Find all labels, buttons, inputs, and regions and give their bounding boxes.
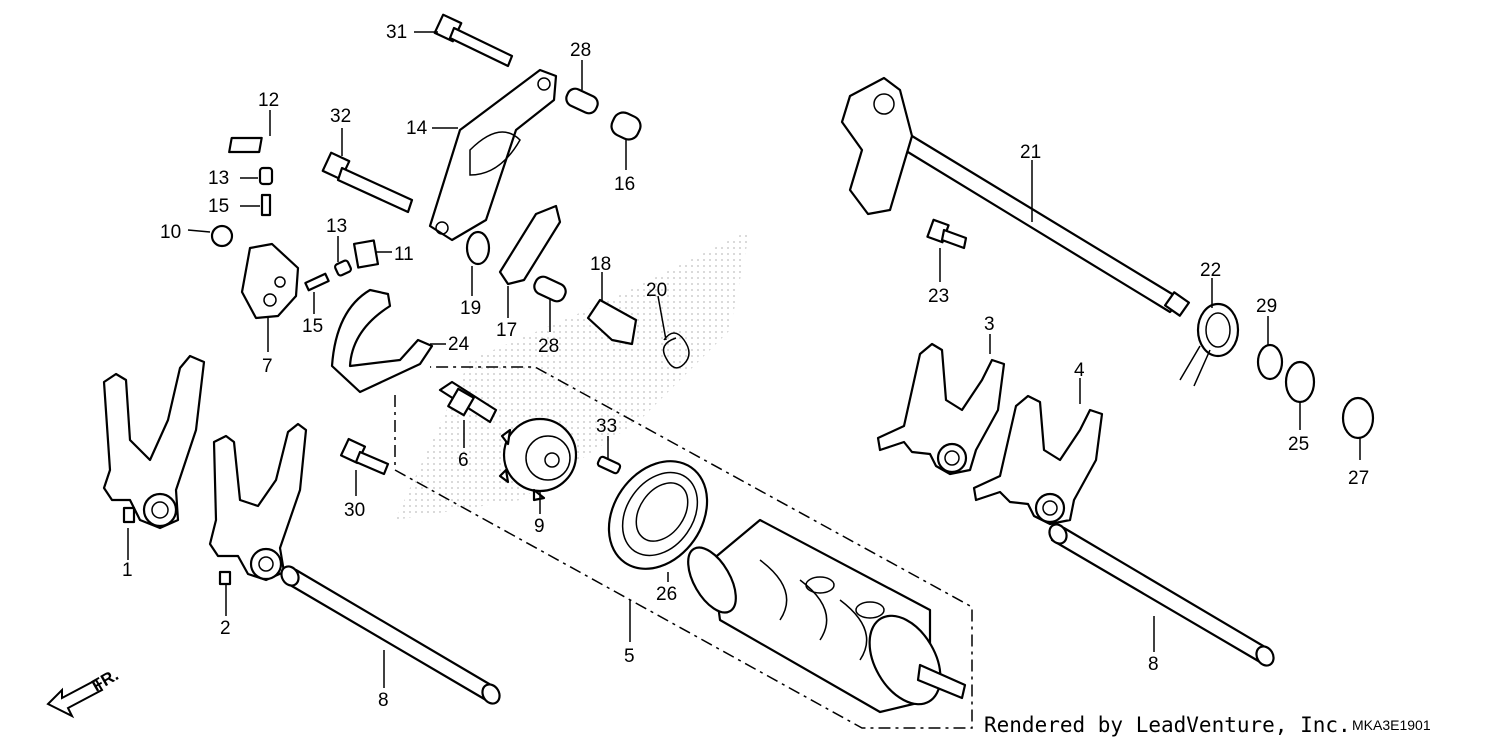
callout-numbers: 1 2 3 4 5 6 7 8 8 9 10 11 12 13 13 14 15… [122, 22, 1369, 711]
collar-13-mid [334, 259, 352, 277]
guide-plate-24 [330, 288, 434, 394]
callout-29: 29 [1256, 296, 1277, 317]
clip-11 [352, 239, 380, 269]
callout-8-left: 8 [378, 690, 389, 711]
bearing-26 [607, 460, 709, 570]
callout-1: 1 [122, 560, 133, 581]
diagram-code: MKA3E1901 [1352, 717, 1431, 733]
callout-10: 10 [160, 222, 181, 243]
callout-18: 18 [590, 254, 611, 275]
callout-23: 23 [928, 286, 949, 307]
plate-12 [228, 136, 263, 154]
spring-15-top [260, 193, 272, 217]
shift-spindle-21 [840, 76, 1191, 317]
bolt-32 [321, 151, 414, 214]
callout-13-mid: 13 [326, 216, 347, 237]
callout-16: 16 [614, 174, 635, 195]
bolt-23 [926, 218, 968, 250]
shift-fork-4 [972, 394, 1104, 526]
collar-16 [610, 111, 642, 141]
callout-4: 4 [1074, 360, 1085, 381]
assembly-dashed-outline [394, 366, 973, 729]
return-spring-22 [1179, 302, 1240, 387]
callout-27: 27 [1348, 468, 1369, 489]
fork-shaft-8-right [1048, 523, 1275, 667]
shift-fork-3 [876, 342, 1006, 476]
callout-24: 24 [448, 334, 470, 355]
roller-18 [586, 298, 638, 346]
nut-10 [210, 224, 234, 248]
callout-13-top: 13 [208, 168, 229, 189]
callout-30: 30 [344, 500, 365, 521]
collar-28-top [565, 87, 599, 115]
callout-2: 2 [220, 618, 231, 639]
callout-28-top: 28 [570, 40, 591, 61]
callout-5: 5 [624, 646, 635, 667]
shift-fork-2 [208, 422, 308, 586]
callout-8-right: 8 [1148, 654, 1159, 675]
callout-15-top: 15 [208, 196, 229, 217]
callout-31: 31 [386, 22, 407, 43]
spring-15-mid [304, 272, 330, 292]
watermark-stipple [395, 230, 750, 520]
callout-15-mid: 15 [302, 316, 323, 337]
callout-19: 19 [460, 298, 481, 319]
pin-33 [596, 455, 622, 475]
callout-12: 12 [258, 90, 279, 111]
fork-shaft-8-left [280, 565, 501, 705]
collar-28-mid [533, 275, 567, 303]
callout-11: 11 [394, 244, 414, 265]
plate-14 [428, 68, 558, 242]
callout-32: 32 [330, 106, 351, 127]
front-direction-arrow-icon: FR. [46, 665, 122, 719]
bolt-30 [339, 437, 390, 476]
bolt-6 [438, 380, 498, 424]
link-17 [498, 204, 562, 286]
callout-28-mid: 28 [538, 336, 559, 357]
shift-fork-1 [102, 354, 206, 530]
shift-drum-center-9 [498, 417, 578, 502]
callout-14: 14 [406, 118, 428, 139]
washer-19 [465, 230, 491, 266]
stopper-arm-7 [240, 242, 300, 320]
bolt-31 [433, 13, 514, 68]
callout-17: 17 [496, 320, 517, 341]
spring-20 [662, 332, 690, 369]
callout-20: 20 [646, 280, 667, 301]
callout-7: 7 [262, 356, 273, 377]
callout-25: 25 [1288, 434, 1309, 455]
leader-lines [127, 31, 1361, 688]
callout-33: 33 [596, 416, 617, 437]
washer-25 [1284, 360, 1316, 404]
callout-21: 21 [1020, 142, 1041, 163]
shift-drum-5 [687, 518, 967, 714]
callout-6: 6 [458, 450, 469, 471]
collar-13-top [258, 166, 274, 186]
callout-22: 22 [1200, 260, 1221, 281]
circlip-29 [1256, 343, 1284, 381]
render-credit: Rendered by LeadVenture, Inc. [984, 713, 1351, 737]
callout-3: 3 [984, 314, 995, 335]
callout-9: 9 [534, 516, 545, 537]
oil-seal-27 [1341, 396, 1375, 440]
callout-26: 26 [656, 584, 677, 605]
